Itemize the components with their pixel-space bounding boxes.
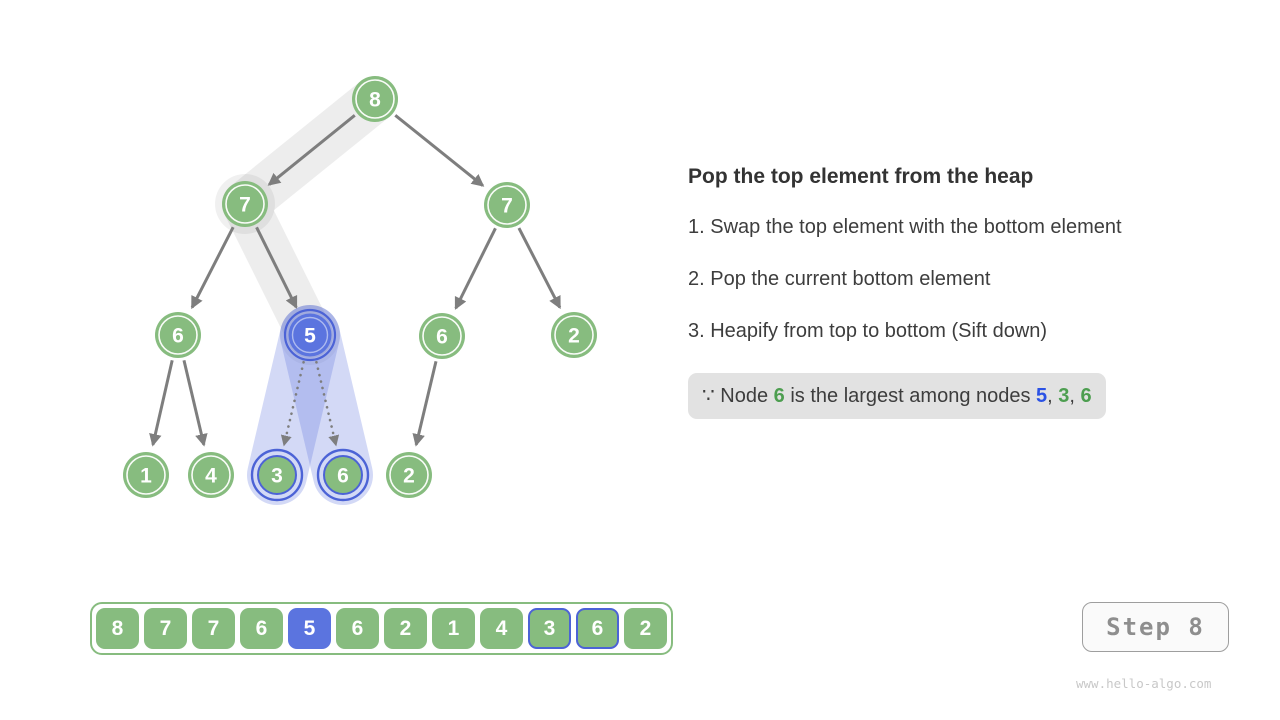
array-cell-7: 1: [432, 608, 475, 649]
tree-node-5: 5: [283, 308, 337, 362]
tree-node-6: 6: [155, 312, 201, 358]
tree-node-3: 3: [250, 448, 304, 502]
tree-edge-arrow: [190, 226, 235, 310]
instruction-panel: Pop the top element from the heap 1. Swa…: [688, 163, 1248, 419]
sift-down-dotted-arrow: [315, 360, 340, 447]
note-segment: 6: [773, 385, 785, 407]
heap-tree-diagram: 8 7 7 6 5 6 2 1 4 3 6 2: [123, 76, 597, 505]
note-segment: ,: [1069, 385, 1081, 407]
svg-text:1: 1: [140, 465, 152, 488]
instruction-steps: 1. Swap the top element with the bottom …: [688, 215, 1248, 343]
step-indicator-button[interactable]: Step 8: [1082, 602, 1229, 652]
tree-node-7: 7: [222, 181, 268, 227]
tree-node-6: 6: [316, 448, 370, 502]
tree-node-2: 2: [386, 452, 432, 498]
svg-text:3: 3: [271, 465, 283, 488]
tree-edge-arrow: [454, 227, 497, 310]
tree-edge-arrow: [517, 227, 562, 310]
array-cell-2: 7: [192, 608, 235, 649]
tree-edge-arrow: [412, 360, 438, 447]
note-segment: 5: [1036, 385, 1048, 407]
note-segment: 6: [1080, 385, 1092, 407]
instruction-step: 1. Swap the top element with the bottom …: [688, 216, 1122, 238]
array-cell-1: 7: [144, 608, 187, 649]
array-cell-9: 3: [528, 608, 571, 649]
step-indicator-label: Step 8: [1106, 613, 1205, 641]
svg-text:6: 6: [172, 325, 184, 348]
array-cell-0: 8: [96, 608, 139, 649]
tree-edge-arrow: [255, 226, 298, 309]
array-cell-11: 2: [624, 608, 667, 649]
compare-capsule: [280, 305, 373, 505]
watermark: www.hello-algo.com: [1076, 676, 1212, 691]
svg-text:6: 6: [337, 465, 349, 488]
sift-down-dotted-arrow: [280, 360, 305, 447]
array-cell-5: 6: [336, 608, 379, 649]
instruction-step: 3. Heapify from top to bottom (Sift down…: [688, 320, 1048, 342]
array-cell-6: 2: [384, 608, 427, 649]
tree-edge-arrow: [394, 114, 485, 187]
tree-node-2: 2: [551, 312, 597, 358]
array-cell-10: 6: [576, 608, 619, 649]
array-cell-8: 4: [480, 608, 523, 649]
svg-text:2: 2: [568, 325, 580, 348]
note-box: ∵ Node 6 is the largest among nodes 5, 3…: [688, 373, 1106, 419]
svg-text:6: 6: [436, 326, 448, 349]
tree-node-1: 1: [123, 452, 169, 498]
tree-edge-arrow: [182, 359, 208, 447]
note-segment: ,: [1047, 385, 1059, 407]
array-cell-4: 5: [288, 608, 331, 649]
svg-text:2: 2: [403, 465, 415, 488]
tree-node-6: 6: [419, 313, 465, 359]
panel-title: Pop the top element from the heap: [688, 165, 1034, 188]
svg-text:5: 5: [304, 325, 316, 348]
array-cell-3: 6: [240, 608, 283, 649]
tree-node-7: 7: [484, 182, 530, 228]
tree-node-4: 4: [188, 452, 234, 498]
tree-edge-arrow: [267, 114, 356, 186]
note-segment: 3: [1058, 385, 1070, 407]
svg-text:8: 8: [369, 89, 381, 112]
instruction-step: 2. Pop the current bottom element: [688, 268, 991, 290]
svg-text:7: 7: [239, 194, 251, 217]
note-segment: ∵ Node: [702, 385, 774, 407]
svg-text:4: 4: [205, 465, 217, 488]
note-segment: is the largest among nodes: [784, 385, 1037, 407]
svg-text:7: 7: [501, 195, 513, 218]
tree-node-8: 8: [352, 76, 398, 122]
tree-edge-arrow: [149, 360, 174, 447]
